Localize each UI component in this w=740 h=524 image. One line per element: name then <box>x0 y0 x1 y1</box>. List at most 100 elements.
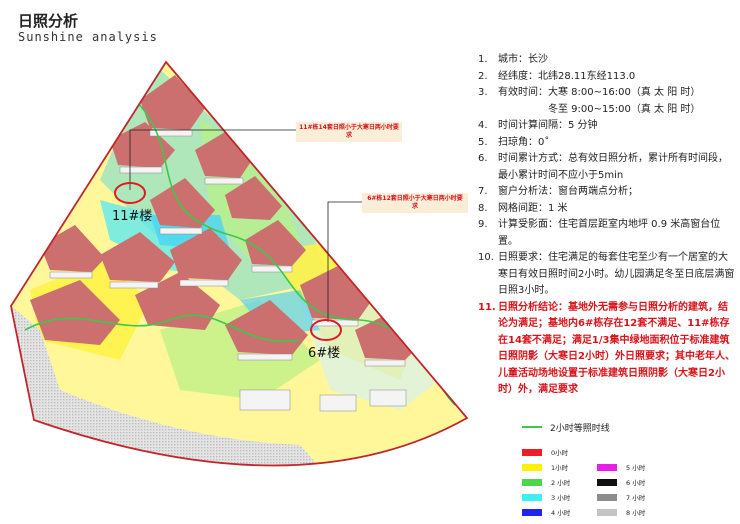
note-text: 有效时间：大寒 8:00~16:00（真 太 阳 时） 冬至 9:00~15:0… <box>498 87 701 115</box>
building-strip <box>319 394 357 412</box>
building-strip <box>49 271 93 279</box>
note-text: 日照要求：住宅满足的每套住宅至少有一个居室的大寒日有效日照时间2小时。幼儿园满足… <box>498 252 735 296</box>
sunshine-diagram <box>10 60 469 467</box>
note-item: 1. 城市：长沙 <box>478 52 736 69</box>
legend-swatch <box>597 463 617 471</box>
legend-item: 5 小时 <box>597 462 645 472</box>
legend-item: 0小时 <box>522 447 568 457</box>
legend-item: 8 小时 <box>597 507 645 517</box>
legend-contour-line <box>522 426 542 428</box>
legend-label: 1小时 <box>551 464 569 472</box>
note-item: 4. 时间计算间隔：5 分钟 <box>478 118 736 135</box>
legend-label: 2 小时 <box>551 479 571 487</box>
note-text: 城市：长沙 <box>498 54 548 65</box>
note-item: 3. 有效时间：大寒 8:00~16:00（真 太 阳 时） 冬至 9:00~15… <box>478 85 736 118</box>
callout-building-11: 11#栋14套日照小于大寒日两小时要求 <box>296 122 402 142</box>
building-strip <box>179 279 229 287</box>
note-number: 3. <box>478 87 488 98</box>
legend-label: 4 小时 <box>551 509 571 517</box>
note-item: 7. 窗户分析法：窗台两端点分析； <box>478 184 736 201</box>
legend-item: 6 小时 <box>597 477 645 487</box>
legend-item: 2 小时 <box>522 477 570 487</box>
note-text: 扫琼角：0˚ <box>498 136 550 148</box>
label-building-6: 6#楼 <box>308 346 341 361</box>
roof <box>30 280 120 345</box>
label-building-11: 11#楼 <box>112 209 153 224</box>
legend-swatch <box>522 493 542 501</box>
note-item: 6. 时间累计方式：总有效日照分析，累计所有时间段， 最小累计时间不应小于5min <box>478 151 736 184</box>
legend-label: 6 小时 <box>626 479 646 487</box>
note-number: 2. <box>478 70 488 82</box>
building-strip <box>109 281 159 289</box>
note-text: 时间累计方式：总有效日照分析，累计所有时间段， 最小累计时间不应小于5min <box>498 153 728 181</box>
legend-label: 5 小时 <box>626 464 646 472</box>
roof <box>110 122 175 168</box>
legend-item: 3 小时 <box>522 492 570 502</box>
note-item: 9. 计算受影面：住宅首层距室内地坪 0.9 米高窗台位置。 <box>478 217 736 250</box>
note-item: 2. 经纬度：北纬28.11东经113.0 <box>478 69 736 86</box>
roof <box>355 312 420 360</box>
building-strip <box>204 177 244 185</box>
legend-item: 1小时 <box>522 462 568 472</box>
note-item: 10. 日照要求：住宅满足的每套住宅至少有一个居室的大寒日有效日照时间2小时。幼儿… <box>478 250 736 300</box>
note-text: 窗户分析法：窗台两端点分析； <box>498 186 638 197</box>
legend-label: 7 小时 <box>626 494 646 502</box>
note-number: 8. <box>478 202 488 214</box>
building-strip <box>239 389 291 411</box>
legend-swatch <box>522 478 542 486</box>
roof <box>195 132 252 178</box>
building-strip <box>119 166 163 174</box>
site-boundary <box>10 60 469 467</box>
note-text: 时间计算间隔：5 分钟 <box>498 120 598 131</box>
building-strip <box>369 389 407 407</box>
note-number: 10. <box>478 252 494 263</box>
note-number: 5. <box>478 136 488 148</box>
roof <box>140 75 205 130</box>
note-number: 1. <box>478 54 488 65</box>
roof <box>170 228 242 280</box>
roof <box>40 225 105 272</box>
two-hour-contour <box>24 314 301 343</box>
note-item: 5. 扫琼角：0˚ <box>478 135 736 152</box>
legend-label: 0小时 <box>551 449 569 457</box>
note-text: 网格间距：1 米 <box>498 202 568 214</box>
note-text: 计算受影面：住宅首层距室内地坪 0.9 米高窗台位置。 <box>498 219 721 247</box>
note-text: 经纬度：北纬28.11东经113.0 <box>498 70 636 82</box>
note-item: 8. 网格间距：1 米 <box>478 201 736 218</box>
page-subtitle: Sunshine analysis <box>18 30 158 44</box>
building-strip <box>159 227 203 235</box>
building-strip <box>251 265 293 273</box>
roof <box>100 232 175 282</box>
legend-swatch <box>597 508 617 516</box>
note-number: 9. <box>478 219 488 230</box>
roof <box>245 220 306 266</box>
building-strip <box>364 359 406 367</box>
legend-contour-label: 2小时等照时线 <box>550 424 610 434</box>
legend-swatch <box>597 493 617 501</box>
legend-label: 3 小时 <box>551 494 571 502</box>
leader-line-6 <box>327 201 362 322</box>
roof <box>225 176 282 220</box>
legend-swatch <box>522 448 542 456</box>
note-number: 7. <box>478 186 488 197</box>
legend-swatch <box>597 478 617 486</box>
grid-band-south <box>11 306 320 466</box>
note-number: 11. <box>478 301 496 313</box>
page-title: 日照分析 <box>18 12 79 30</box>
legend-item: 7 小时 <box>597 492 645 502</box>
leader-line-11 <box>129 129 296 190</box>
legend-swatch <box>522 463 542 471</box>
building-11-marker <box>114 182 146 204</box>
legend-label: 8 小时 <box>626 509 646 517</box>
note-number: 6. <box>478 153 488 164</box>
legend-swatch <box>522 508 542 516</box>
note-item: 11.日照分析结论：基地外无需参与日照分析的建筑，结论为满足；基地内6#栋存在1… <box>478 300 736 399</box>
note-number: 4. <box>478 120 488 131</box>
note-text: 日照分析结论：基地外无需参与日照分析的建筑，结论为满足；基地内6#栋存在12套不… <box>498 301 735 396</box>
roof <box>300 265 372 320</box>
callout-building-6: 6#栋12套日照小于大寒日两小时要求 <box>362 193 468 213</box>
legend-item: 4 小时 <box>522 507 570 517</box>
analysis-notes: 1. 城市：长沙 2. 经纬度：北纬28.11东经113.0 3. 有效时间：大寒 8:0… <box>478 52 736 399</box>
roof <box>150 178 215 228</box>
building-6-marker <box>310 319 342 341</box>
